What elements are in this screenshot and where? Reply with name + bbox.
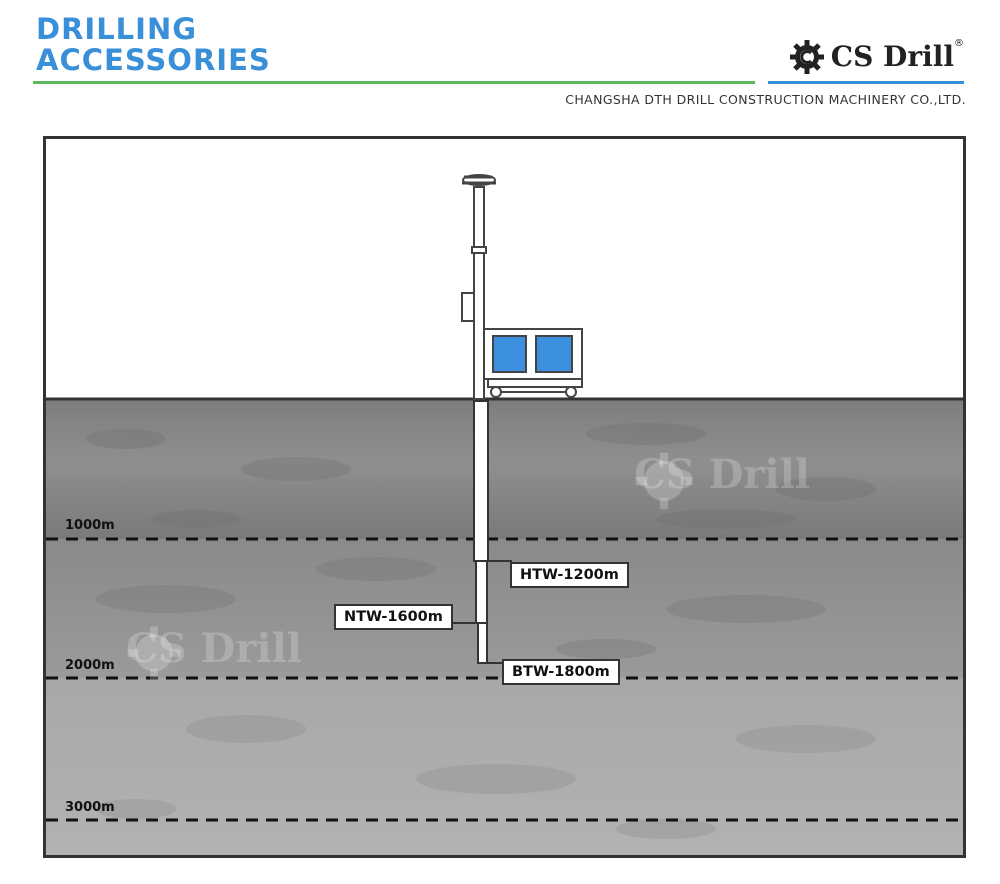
header-divider-blue xyxy=(768,81,964,84)
watermark-text-upper: CS Drill xyxy=(634,451,810,498)
watermark-gear-icon xyxy=(635,452,693,510)
page-title: DRILLING ACCESSORIES xyxy=(36,14,271,76)
watermark-upper: CS Drill xyxy=(634,451,810,510)
brand-name: CS Drill xyxy=(830,40,954,73)
depth-label-1000: 1000m xyxy=(65,518,115,533)
page-title-line1: DRILLING xyxy=(36,12,198,46)
pipe-label-btw: BTW-1800m xyxy=(502,659,620,685)
watermark-lower: CS Drill xyxy=(126,625,302,680)
pipe-htw xyxy=(473,400,489,562)
ground-layer-2 xyxy=(46,539,963,678)
company-name: CHANGSHA DTH DRILL CONSTRUCTION MACHINER… xyxy=(565,92,966,107)
header-divider-green xyxy=(33,81,755,84)
drill-rig xyxy=(461,174,583,400)
depth-label-3000: 3000m xyxy=(65,800,115,815)
page-title-line2: ACCESSORIES xyxy=(36,43,271,77)
ground-layer-3 xyxy=(46,678,963,855)
depth-label-2000: 2000m xyxy=(65,658,115,673)
pipe-label-ntw: NTW-1600m xyxy=(334,604,453,630)
diagram-graphics xyxy=(46,174,963,855)
pipe-btw xyxy=(477,622,488,664)
drilling-diagram: CS Drill CS Drill 1000m 2000m 3000m HTW-… xyxy=(43,136,966,858)
brand-logo: CS Drill ® xyxy=(789,38,964,76)
watermark-text-lower: CS Drill xyxy=(126,625,302,672)
registered-mark: ® xyxy=(954,38,964,49)
watermark-gear-icon-lower xyxy=(127,626,181,680)
gear-logo-icon xyxy=(789,40,824,74)
pipe-ntw xyxy=(475,560,488,624)
ground-layer-1 xyxy=(46,399,963,539)
pipe-label-htw: HTW-1200m xyxy=(510,562,629,588)
